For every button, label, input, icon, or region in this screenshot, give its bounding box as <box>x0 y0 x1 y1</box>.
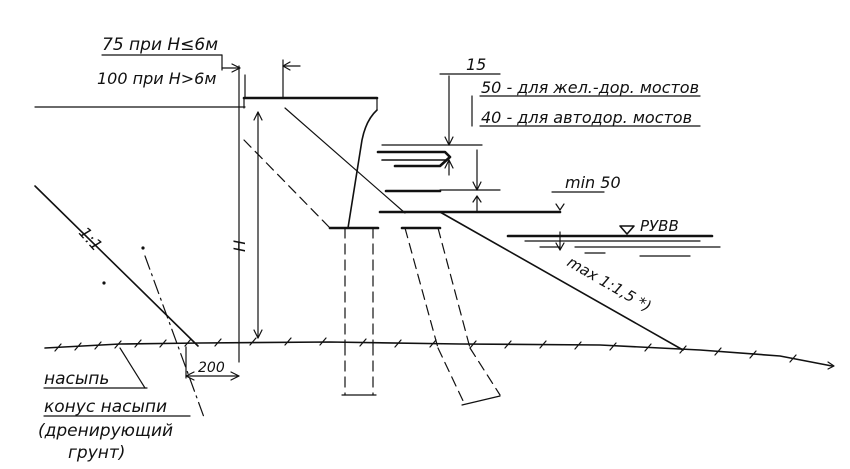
label-height-h: Н <box>230 240 249 252</box>
label-draining-1: (дренирующий <box>38 421 173 441</box>
label-cone: конус насыпи <box>44 397 167 417</box>
label-15: 15 <box>466 55 486 74</box>
embankment-slope <box>34 185 206 421</box>
label-rail-bridges: 50 - для жел.-дор. мостов <box>481 78 699 97</box>
label-draining-2: грунт) <box>68 443 125 463</box>
bearing-seat <box>376 144 562 214</box>
label-road-bridges: 40 - для автодор. мостов <box>481 108 692 127</box>
label-embankment: насыпь <box>44 369 109 389</box>
top-dimension <box>101 54 301 99</box>
label-slope-1-1: 1:1 <box>75 223 106 255</box>
dim-15 <box>439 73 501 176</box>
label-75: 75 при Н≤6м <box>102 35 218 55</box>
label-200: 200 <box>198 360 225 376</box>
river-slope <box>439 211 684 351</box>
label-slope-max: max 1:1,5 *) <box>564 253 654 316</box>
label-min50: min 50 <box>565 173 621 192</box>
ground-line <box>44 337 835 370</box>
water-level <box>506 225 721 257</box>
leader-lines <box>43 95 701 417</box>
label-ruvv: РУВВ <box>640 217 679 235</box>
label-100: 100 при Н>6м <box>97 69 216 88</box>
abutment-outline <box>242 96 501 406</box>
dim-water <box>555 231 565 251</box>
height-dimension <box>238 65 263 363</box>
dim-200 <box>185 346 240 381</box>
dim-min50 <box>439 149 605 213</box>
